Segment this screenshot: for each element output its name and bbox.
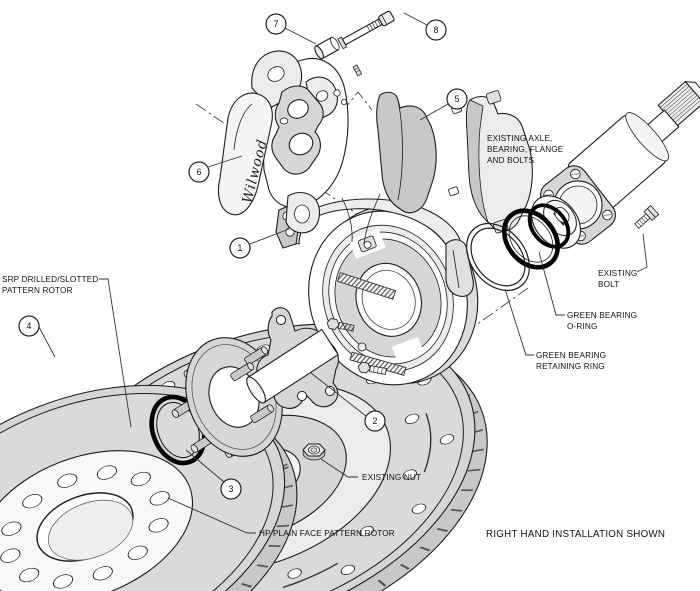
existing-nut xyxy=(302,443,326,461)
callout-3-number: 3 xyxy=(229,484,234,494)
brake-pads xyxy=(376,90,533,234)
label-existing-bolt-line2: BOLT xyxy=(598,280,619,289)
existing-bolt xyxy=(634,204,660,229)
callout-7-number: 7 xyxy=(274,19,279,29)
green-bearing-retaining-ring xyxy=(466,223,530,291)
label-green-bearing-oring-line1: GREEN BEARING xyxy=(567,311,637,320)
label-existing-axle-line1: EXISTING AXLE, xyxy=(487,134,552,143)
callout-4-number: 4 xyxy=(27,321,32,331)
label-hp-rotor: HP PLAIN FACE PATTERN ROTOR xyxy=(259,529,395,538)
callout-1 xyxy=(229,237,251,259)
caliper-mounting-bolt xyxy=(337,10,395,50)
text-labels: SRP DRILLED/SLOTTED PATTERN ROTOR EXISTI… xyxy=(2,134,665,540)
callout-6-number: 6 xyxy=(197,167,202,177)
installation-note: RIGHT HAND INSTALLATION SHOWN xyxy=(486,529,665,540)
callout-2 xyxy=(364,410,386,432)
brake-caliper: Wilwood xyxy=(217,50,363,234)
callout-4 xyxy=(18,315,40,337)
callout-3 xyxy=(220,478,242,500)
callout-leaders xyxy=(38,12,449,483)
caliper-spacer xyxy=(314,36,340,60)
callout-8 xyxy=(425,19,447,41)
bearing-seated-o-ring xyxy=(527,203,571,249)
label-srp-rotor-line2: PATTERN ROTOR xyxy=(2,286,73,295)
callout-5 xyxy=(446,88,468,110)
callout-8-number: 8 xyxy=(434,25,439,35)
callout-2-number: 2 xyxy=(373,416,378,426)
callout-7 xyxy=(265,13,287,35)
callout-1-number: 1 xyxy=(238,243,243,253)
label-srp-rotor-line1: SRP DRILLED/SLOTTED xyxy=(2,275,98,284)
label-existing-axle-line3: AND BOLTS xyxy=(487,156,535,165)
callout-balloons xyxy=(18,13,468,500)
callout-6 xyxy=(188,161,210,183)
existing-axle-assembly xyxy=(466,80,700,291)
axle-flange xyxy=(540,165,616,245)
axle-tube xyxy=(246,328,339,404)
label-leaders xyxy=(99,233,648,534)
label-green-bearing-retaining-ring-line1: GREEN BEARING xyxy=(536,351,606,360)
label-existing-nut: EXISTING NUT xyxy=(362,473,421,482)
callout-numbers: 1 2 3 4 5 6 7 8 xyxy=(27,19,460,494)
green-bearing-o-ring xyxy=(501,208,561,270)
label-green-bearing-retaining-ring-line2: RETAINING RING xyxy=(536,362,605,371)
label-existing-axle-line2: BEARING, FLANGE xyxy=(487,145,564,154)
caliper-bleed-screw xyxy=(352,64,363,77)
label-green-bearing-oring-line2: O-RING xyxy=(567,322,597,331)
label-existing-bolt-line1: EXISTING xyxy=(598,269,637,278)
callout-5-number: 5 xyxy=(455,94,460,104)
parking-brake-assembly xyxy=(308,205,479,386)
